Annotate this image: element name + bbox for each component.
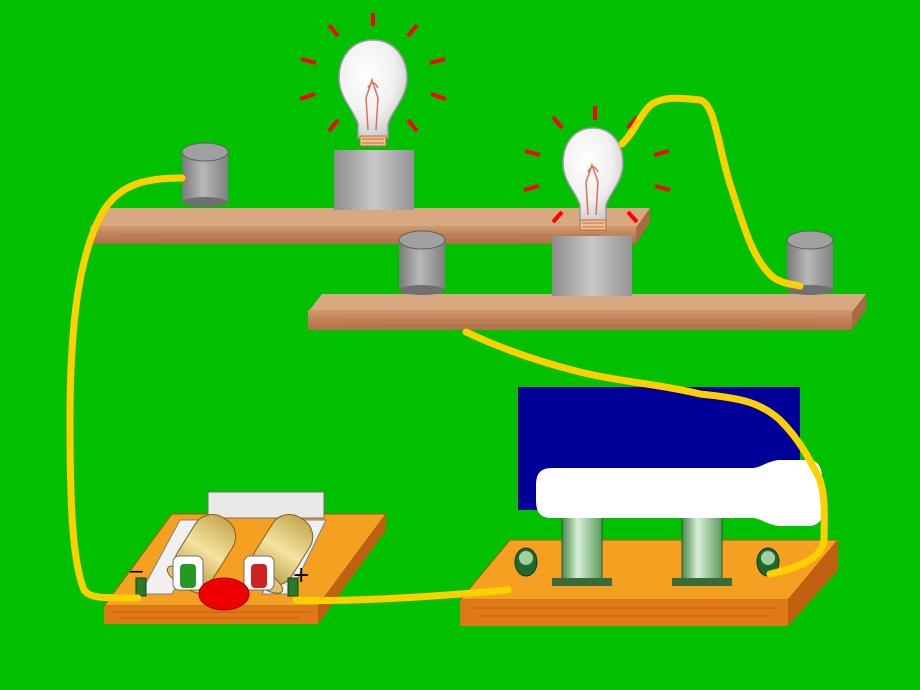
lower-board — [308, 294, 866, 330]
bulb-2-rays — [523, 106, 671, 224]
light-bulb-icon — [562, 127, 624, 231]
battery-icon — [103, 491, 387, 624]
battery-plus-label: + — [292, 563, 310, 588]
wires — [66, 94, 828, 604]
switch-handle[interactable] — [536, 460, 822, 526]
wire-mid — [462, 328, 828, 578]
bulb-2-socket — [552, 236, 632, 296]
light-bulb-icon — [338, 39, 408, 147]
bulb-1-socket — [334, 150, 414, 210]
wire-left — [66, 174, 186, 602]
battery-red-button[interactable] — [198, 577, 250, 611]
knife-switch-icon — [458, 511, 840, 626]
wire-bottom — [292, 586, 512, 604]
binding-post-icon — [181, 142, 229, 207]
wire-right — [618, 94, 804, 290]
battery-minus-label: − — [128, 559, 145, 583]
binding-post-icon — [398, 230, 446, 295]
upper-board — [90, 208, 650, 244]
